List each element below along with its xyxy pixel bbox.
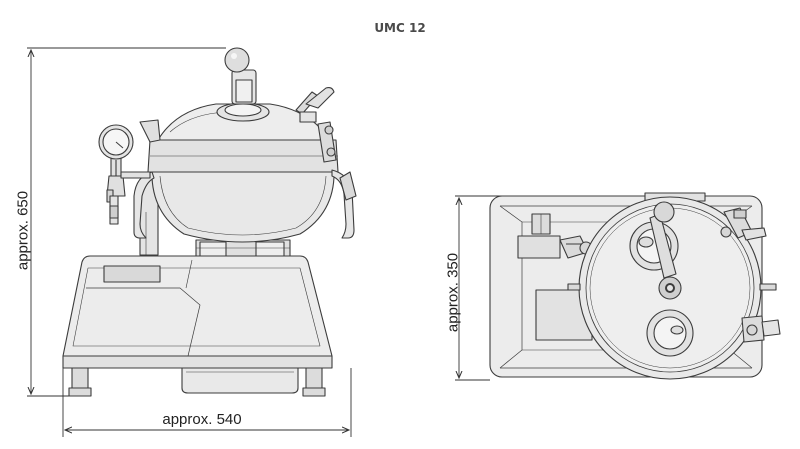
model-title: UMC 12 [374,21,426,35]
front-width-dimension [62,368,352,437]
top-height-label: approx. 350 [444,252,462,333]
front-height-label: approx. 650 [14,190,32,271]
front-view-machine [62,47,357,397]
front-width-label: approx. 540 [162,411,242,428]
top-view-machine [489,192,781,380]
